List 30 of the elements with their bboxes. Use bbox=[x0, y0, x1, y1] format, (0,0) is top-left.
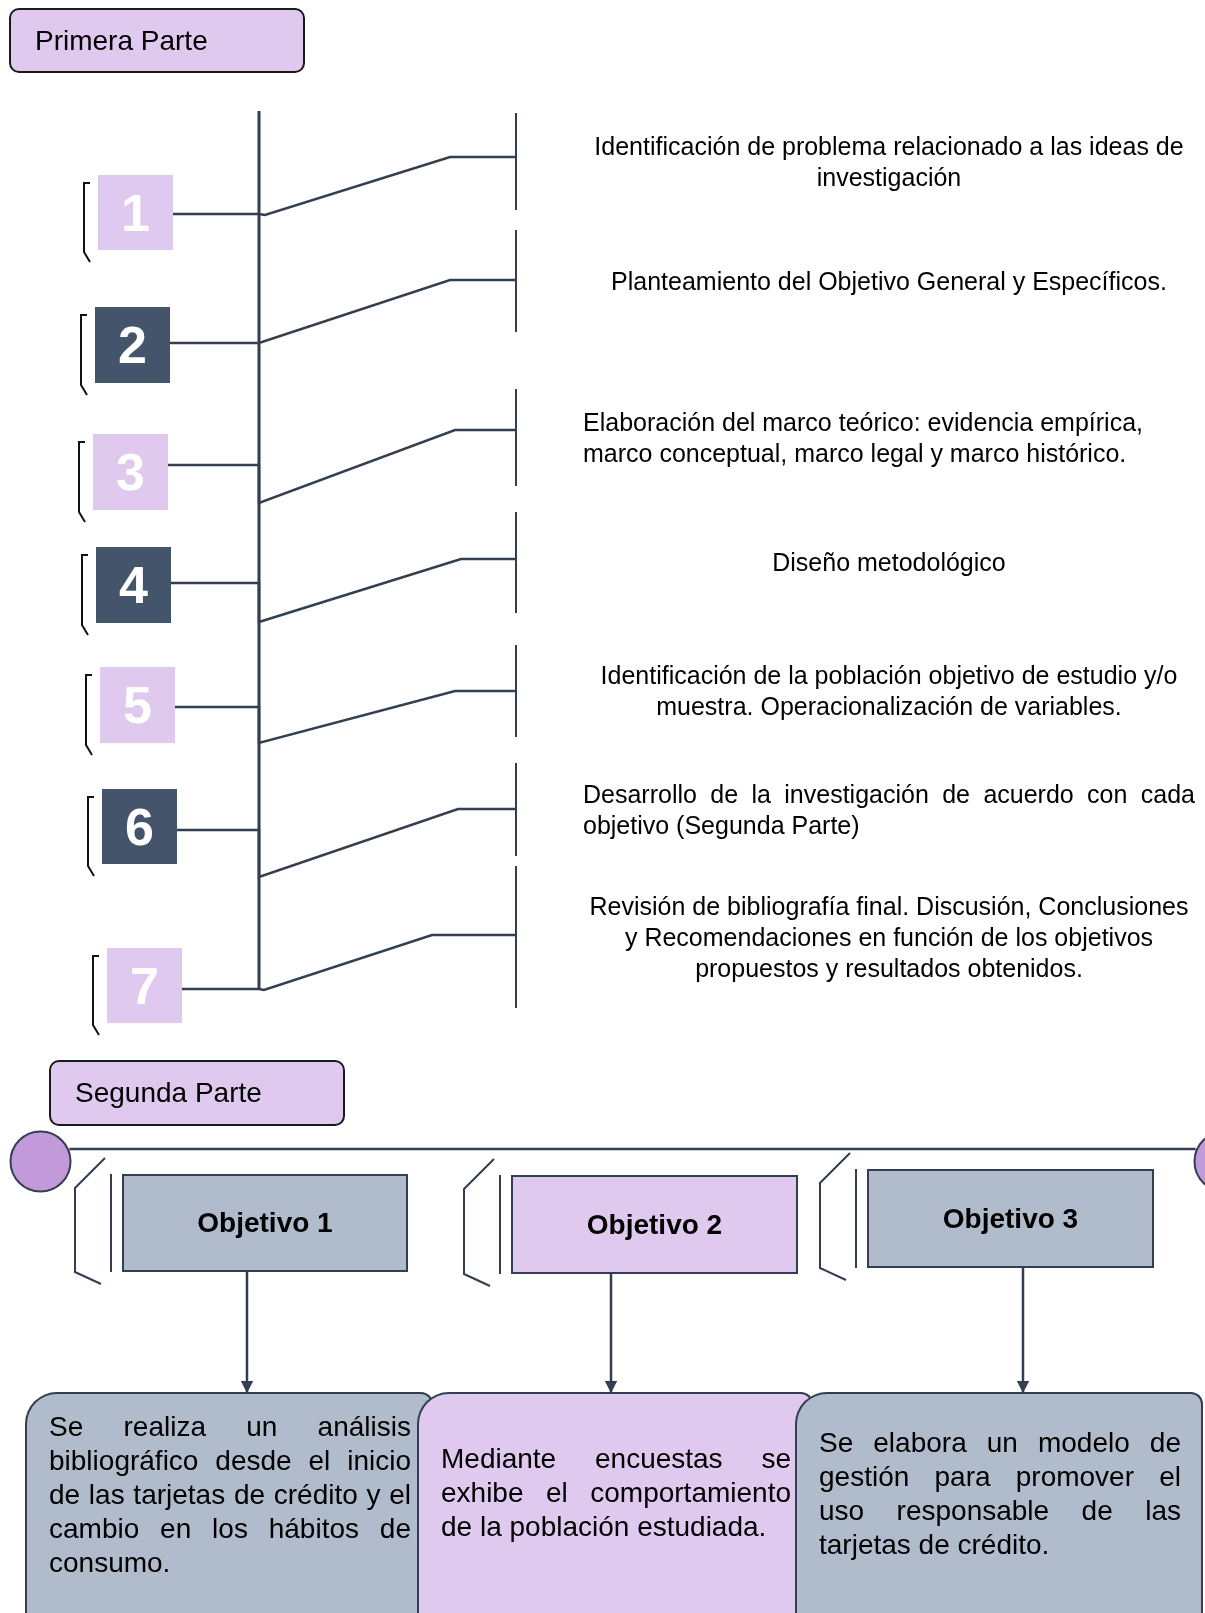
step-number: 6 bbox=[102, 789, 177, 864]
connector-line bbox=[170, 278, 515, 345]
connector-line bbox=[69, 1147, 1196, 1151]
objective-description: Se elabora un modelo de gestión para promover el uso responsable de las tarjetas de crédito. bbox=[795, 1392, 1203, 1613]
timeline-circle bbox=[9, 1130, 72, 1193]
step-description: Desarrollo de la investigación de acuerdo con cada objetivo (Segunda Parte) bbox=[515, 763, 1205, 856]
arrow bbox=[604, 1274, 618, 1394]
objective-header: Objetivo 1 bbox=[122, 1174, 408, 1272]
connector-line bbox=[182, 933, 515, 992]
connector-line bbox=[177, 807, 515, 879]
section-header: Primera Parte bbox=[9, 8, 305, 73]
step-description: Diseño metodológico bbox=[515, 512, 1205, 613]
connector-line bbox=[175, 689, 515, 745]
connector-line bbox=[168, 428, 515, 505]
step-description: Elaboración del marco teórico: evidencia empírica, marco conceptual, marco legal y marco histórico. bbox=[515, 389, 1205, 486]
step-description: Identificación de problema relacionado a las ideas de investigación bbox=[515, 113, 1205, 210]
connector-line bbox=[173, 155, 515, 217]
objective-header: Objetivo 3 bbox=[867, 1169, 1154, 1268]
arrow bbox=[240, 1272, 254, 1394]
objective-description: Se realiza un análisis bibliográfico desde el inicio de las tarjetas de crédito y el cambio en los hábitos de consumo. bbox=[25, 1392, 433, 1613]
objective-header: Objetivo 2 bbox=[511, 1175, 798, 1274]
step-number: 4 bbox=[96, 547, 171, 623]
connector-line bbox=[171, 557, 515, 624]
arrow bbox=[1016, 1268, 1030, 1394]
objective-description: Mediante encuestas se exhibe el comportamiento de la población estudiada. bbox=[417, 1392, 813, 1613]
step-description: Planteamiento del Objetivo General y Específicos. bbox=[515, 230, 1205, 332]
step-description: Revisión de bibliografía final. Discusión, Conclusiones y Recomendaciones en función de los objetivos propuestos y resultados obtenidos. bbox=[515, 866, 1205, 1008]
step-number: 2 bbox=[95, 307, 170, 383]
section-header: Segunda Parte bbox=[49, 1060, 345, 1126]
step-description: Identificación de la población objetivo de estudio y/o muestra. Operacionalización de variables. bbox=[515, 645, 1205, 737]
